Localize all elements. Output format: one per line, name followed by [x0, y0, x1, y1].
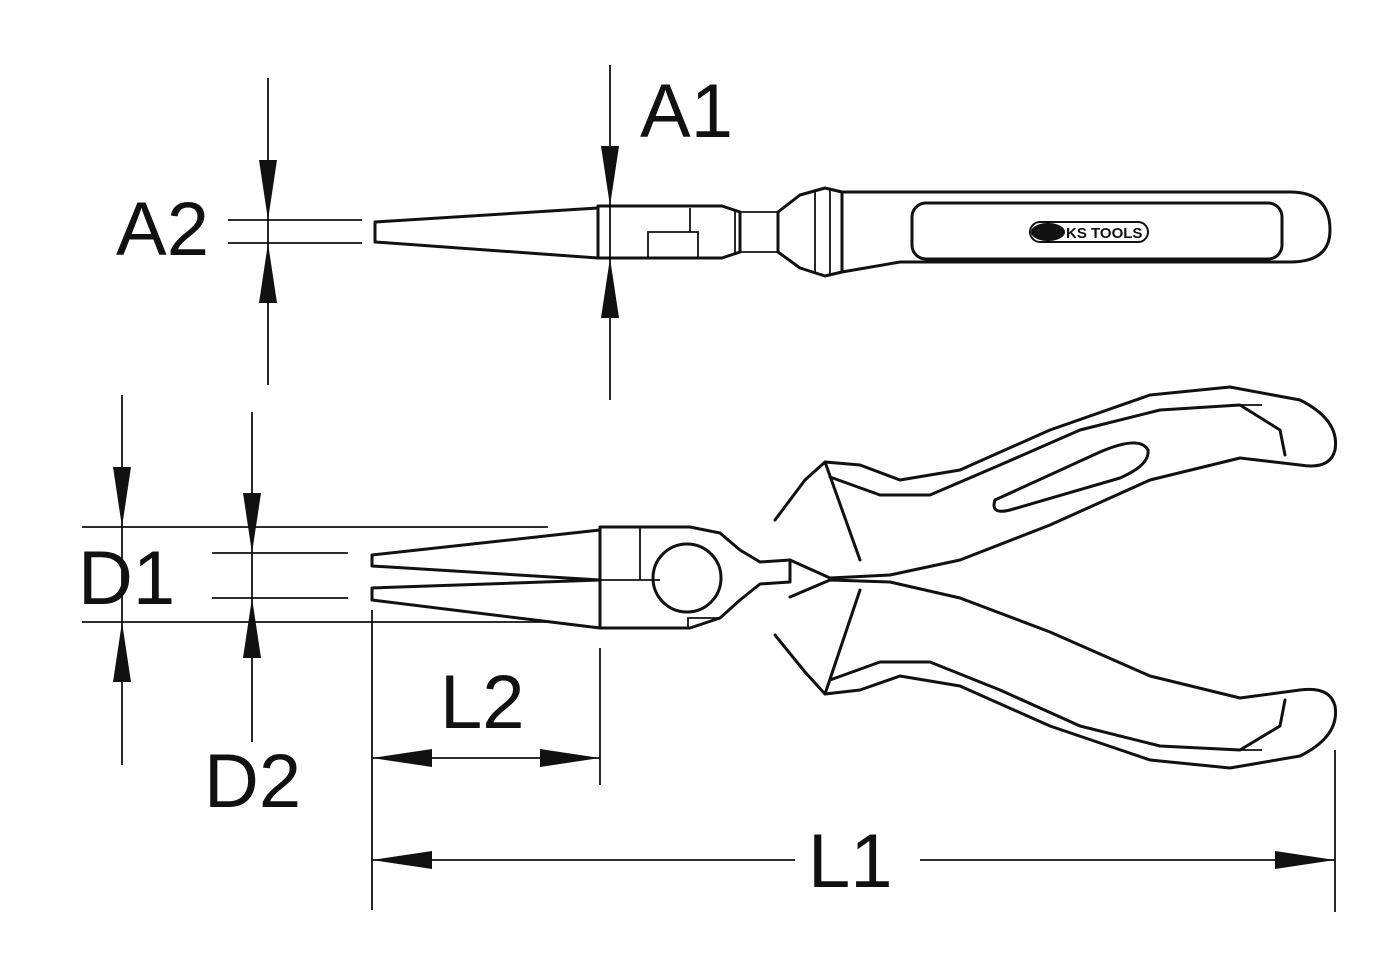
logo-text: KS TOOLS	[1066, 225, 1142, 242]
upper-handle-slot	[992, 441, 1150, 513]
dimension-a1	[601, 65, 619, 400]
label-a1: A1	[640, 69, 733, 154]
top-view-grip-recess	[910, 201, 1284, 261]
label-a2: A2	[116, 187, 209, 272]
lower-jaw	[370, 578, 602, 630]
lower-handle	[773, 578, 1338, 770]
upper-jaw	[370, 528, 602, 582]
top-view-collar	[776, 186, 844, 278]
pliers-top-view	[373, 186, 1332, 278]
dimension-a2	[228, 78, 362, 385]
ks-tools-logo	[1029, 221, 1149, 243]
joint-rivet	[651, 542, 723, 614]
upper-handle	[773, 385, 1338, 580]
top-view-nose	[373, 206, 600, 260]
top-view-joint-step	[647, 208, 699, 258]
upper-handle-grip	[823, 403, 1287, 562]
dimension-d2	[212, 412, 348, 742]
label-l2: L2	[440, 660, 525, 745]
label-d1: D1	[78, 536, 175, 621]
dimension-l1	[372, 750, 1336, 912]
joint-body	[598, 525, 792, 630]
lower-handle-grip	[823, 588, 1287, 752]
top-view-neck	[734, 210, 778, 255]
label-l1: L1	[808, 819, 893, 904]
pliers-bottom-view	[370, 385, 1338, 770]
top-view-handle	[840, 190, 1332, 274]
dimension-d1	[82, 395, 548, 765]
label-d2: D2	[204, 739, 301, 824]
